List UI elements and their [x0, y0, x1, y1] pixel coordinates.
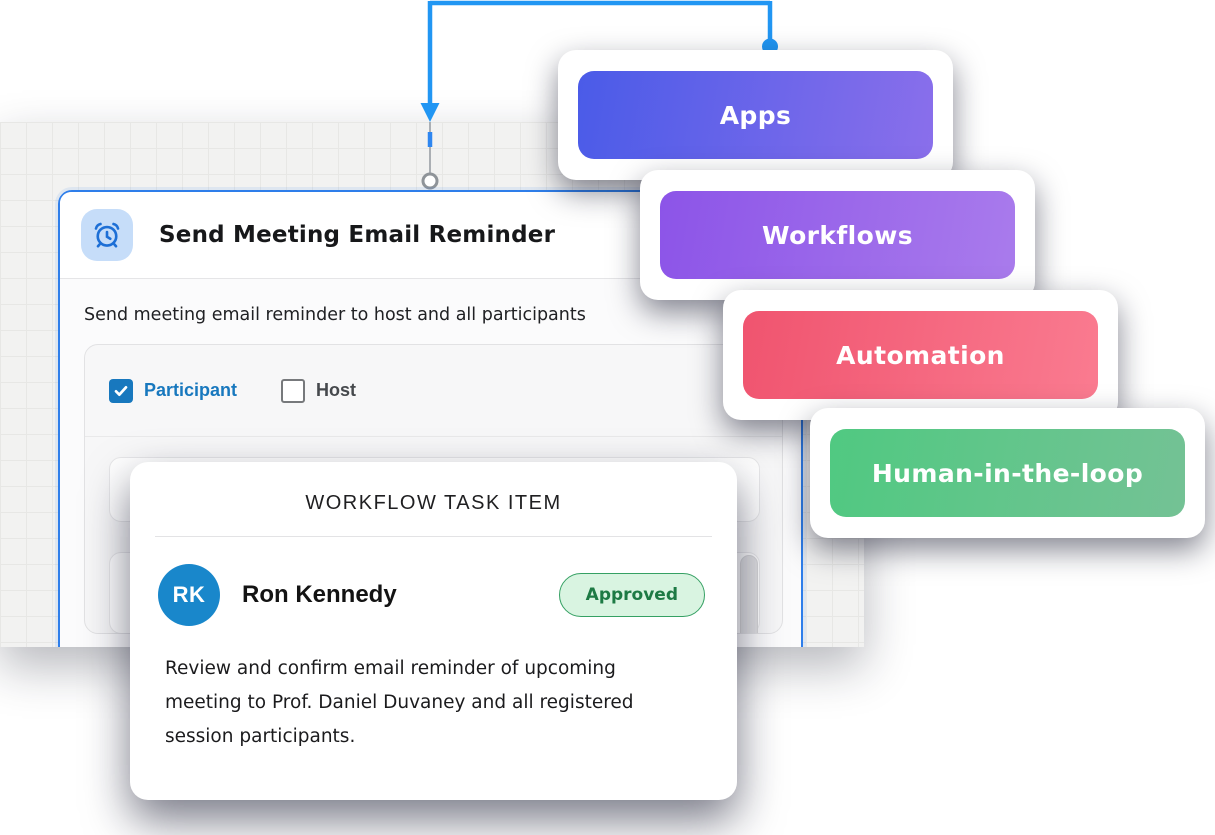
node-title: Send Meeting Email Reminder [159, 222, 556, 248]
apps-button[interactable]: Apps [578, 71, 933, 159]
avatar: RK [158, 564, 220, 626]
task-description: Review and confirm email reminder of upc… [165, 658, 634, 748]
workflow-task-item-card: WORKFLOW TASK ITEM RK Ron Kennedy Approv… [130, 462, 737, 800]
assignee-row: RK Ron Kennedy Approved [130, 537, 737, 626]
node-connection-stub [421, 122, 439, 190]
category-card-apps: Apps [558, 50, 953, 180]
divider [155, 536, 712, 537]
workflows-button[interactable]: Workflows [660, 191, 1015, 279]
participant-checkbox-checked[interactable] [109, 378, 133, 403]
scrollbar-thumb[interactable] [740, 555, 758, 633]
automation-button[interactable]: Automation [743, 311, 1098, 399]
status-badge: Approved [558, 573, 705, 617]
node-description: Send meeting email reminder to host and … [84, 305, 586, 325]
connection-handle[interactable] [421, 172, 439, 190]
node-icon-box [81, 209, 133, 261]
task-card-title: WORKFLOW TASK ITEM [305, 492, 562, 514]
host-checkbox-unchecked[interactable] [281, 378, 306, 403]
connector-arrow-icon [420, 103, 440, 122]
recipient-options: Participant Host [85, 345, 782, 437]
check-icon [114, 385, 128, 396]
assignee-name: Ron Kennedy [242, 581, 397, 608]
category-card-workflows: Workflows [640, 170, 1035, 300]
host-label: Host [316, 380, 357, 400]
category-card-human-in-the-loop: Human-in-the-loop [810, 408, 1205, 538]
alarm-clock-icon [94, 222, 120, 248]
participant-option[interactable]: Participant [109, 378, 238, 403]
participant-label: Participant [144, 380, 238, 400]
category-card-automation: Automation [723, 290, 1118, 420]
host-option[interactable]: Host [281, 378, 357, 403]
human-in-the-loop-button[interactable]: Human-in-the-loop [830, 429, 1185, 517]
